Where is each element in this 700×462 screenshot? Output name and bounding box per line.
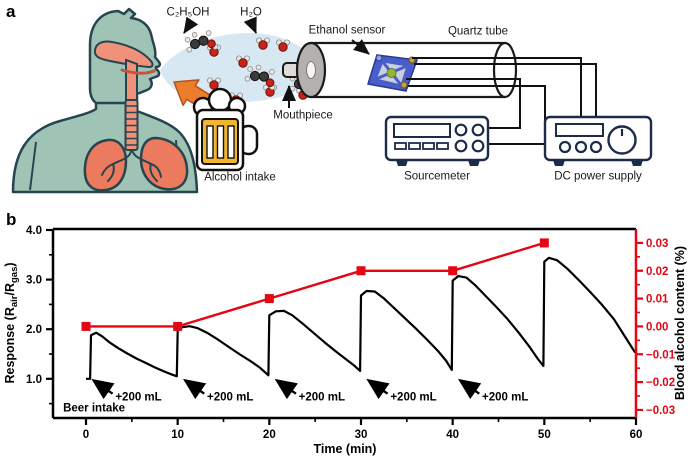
panel-a-diagram [11,7,653,194]
wires [406,57,597,145]
x-tick-label: 60 [630,429,643,441]
tongue-line [120,68,156,75]
y-left-tick-label: 1.0 [26,374,42,386]
blood_alcohol-marker [81,321,91,331]
panel-a-letter: a [6,2,16,21]
throat [125,58,138,101]
quartz-tube [282,41,518,99]
dose-annotation-label: +200 mL [207,392,253,404]
dose-annotation-label: +200 mL [390,392,436,404]
x-tick-label: 20 [263,429,276,441]
x-tick-label: 10 [171,429,184,441]
power-supply-display [555,123,604,137]
mouthpiece-label: Mouthpiece [273,109,333,122]
h2o-arrow [243,16,257,34]
x-tick-label: 50 [538,429,551,441]
alcohol-intake-label: Alcohol intake [204,171,276,184]
blood_alcohol-marker [448,266,458,276]
y-left-tick-label: 4.0 [26,225,42,237]
y-axis-left-title: Response (Rair/Rgas) [3,262,20,383]
ethanol-sensor-arrow [351,39,370,55]
dc-power-supply-label: DC power supply [554,170,642,183]
y-right-tick-label: 0.01 [646,294,669,306]
x-tick-label: 40 [446,429,459,441]
sourcemeter-device [384,115,490,166]
dc-power-supply-device [543,115,653,166]
y-right-tick-label: 0.02 [646,266,668,278]
ethanol-molecule-icon [184,30,219,53]
chart-series [81,238,637,380]
panel-b-letter: b [6,210,17,229]
chart-annotations: +200 mL +200 mL +200 mL +200 mL +200 mL [91,378,528,404]
water-molecule-icon [256,37,270,50]
dose-annotation-arrow [183,378,207,400]
dose-annotation-arrow [274,378,298,400]
breath-cloud [160,33,318,103]
dose-annotation-label: +200 mL [115,392,161,404]
dose-annotation-arrow [458,378,482,400]
quartz-tube-label: Quartz tube [447,25,509,38]
ethanol-molecule-icon [244,64,276,90]
blood_alcohol-marker [539,238,549,248]
x-tick-label: 0 [83,429,89,441]
trachea-rings [125,105,138,146]
ethanol-sensor-chip [367,54,419,92]
sourcemeter-label: Sourcemeter [404,170,470,183]
panel-b-chart: 0 10 20 30 40 50 60 1.0 2.0 3.0 4.0 −0.03 −0.02 −0.01… [3,225,687,456]
water-molecule-icon [276,39,290,52]
h2o-label: H₂O [240,6,262,19]
y-left-tick-label: 3.0 [26,275,42,287]
y-right-tick-label: −0.02 [646,377,675,389]
nasal-cavity [93,40,154,69]
x-axis-title: Time (min) [314,442,377,456]
sourcemeter-display [393,123,451,138]
y-right-tick-label: −0.03 [646,405,675,417]
y-left-tick-label: 2.0 [26,324,42,336]
x-tick-label: 30 [355,429,368,441]
blood_alcohol-curve [86,241,545,328]
left-lung [83,138,128,192]
dose-annotation-arrow [91,378,115,400]
c2h5oh-arrow [183,16,199,34]
dose-annotation-arrow [366,378,390,400]
y-axis-right-title: Blood alcohol content (%) [673,246,687,400]
c2h5oh-label: C₂H₅OH [166,6,210,19]
y-right-tick-label: −0.01 [646,349,676,361]
ethanol-sensor-label: Ethanol sensor [308,24,386,37]
y-right-tick-label: 0.03 [646,238,668,250]
beer-mug-icon [192,87,259,172]
label-arrows [183,16,370,108]
y-right-tick-label: 0.00 [646,321,668,333]
person-illustration [11,7,199,194]
blood_alcohol-marker [173,321,183,331]
bronchi [101,149,162,182]
dose-annotation-label: +200 mL [482,392,528,404]
chart-axes: 0 10 20 30 40 50 60 1.0 2.0 3.0 4.0 −0.03 −0.02 −0.01… [26,225,676,441]
person-arm-line [29,141,37,191]
chart-titles: Response (Rair/Rgas) Blood alcohol conte… [3,246,687,456]
dose-annotation-label: +200 mL [299,392,345,404]
power-knob [607,125,637,155]
blood_alcohol-marker [264,294,274,304]
blood_alcohol-marker [356,266,366,276]
response-curve [86,256,637,380]
water-molecule-icon [236,55,250,68]
beer-intake-label: Beer intake [63,403,125,415]
tube-right-opening [492,41,518,99]
water-molecule-icon [207,77,221,90]
